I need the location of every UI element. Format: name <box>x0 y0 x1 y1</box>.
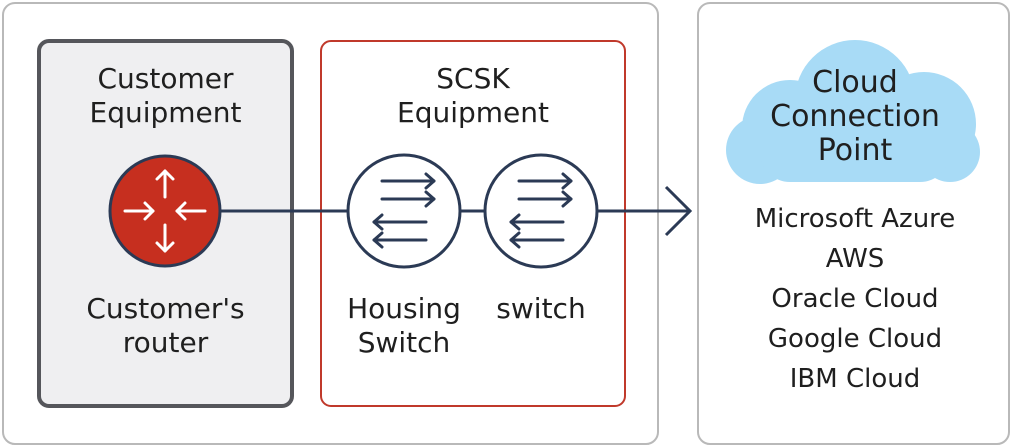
cloud-icon <box>726 40 980 184</box>
scsk-equipment-title: SCSK Equipment <box>397 62 549 129</box>
provider-google-cloud: Google Cloud <box>767 324 943 354</box>
customer-router-label: Customer's router <box>86 292 245 359</box>
customer-equipment-title: Customer Equipment <box>89 62 242 129</box>
switch-icon <box>483 153 599 269</box>
housing-switch-icon <box>346 153 462 269</box>
provider-ibm-cloud: IBM Cloud <box>789 364 921 394</box>
scsk-equipment-box <box>320 40 626 407</box>
arrowhead-icon <box>664 185 693 237</box>
housing-switch-label: Housing Switch <box>347 292 461 359</box>
provider-aws: AWS <box>825 244 885 274</box>
cloud-connection-point-title: Cloud Connection Point <box>770 65 940 168</box>
provider-microsoft-azure: Microsoft Azure <box>754 204 956 234</box>
provider-oracle-cloud: Oracle Cloud <box>771 284 939 314</box>
router-icon <box>108 154 222 268</box>
switch-label: switch <box>496 292 586 325</box>
